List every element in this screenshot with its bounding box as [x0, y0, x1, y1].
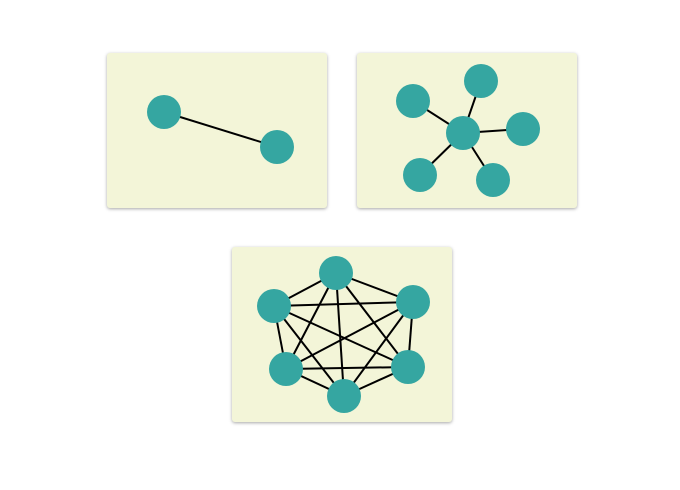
graph-edge — [285, 301, 414, 370]
graph-edge — [273, 305, 345, 397]
graph-node — [147, 95, 181, 129]
graph-edge — [335, 272, 345, 397]
graph-edge — [343, 301, 414, 397]
graph-edge — [273, 301, 414, 307]
graph-node — [476, 163, 510, 197]
graph-node — [464, 64, 498, 98]
graph-node — [396, 285, 430, 319]
graph-panel-star — [357, 53, 577, 208]
graph-panel-complete — [232, 247, 452, 422]
graph-node — [319, 256, 353, 290]
graph-panel-two-nodes — [107, 53, 327, 208]
graph-edge — [163, 111, 278, 148]
two-node-graph — [147, 95, 294, 164]
graph-node — [403, 158, 437, 192]
graph-edge — [335, 272, 409, 368]
complete-graph — [257, 256, 430, 413]
graph-node — [396, 84, 430, 118]
graph-node — [257, 289, 291, 323]
graph-node — [391, 350, 425, 384]
graph-node — [327, 379, 361, 413]
graph-node — [506, 112, 540, 146]
star-graph — [396, 64, 540, 197]
graph-edge — [285, 366, 409, 370]
graph-node — [260, 130, 294, 164]
graph-edge — [273, 305, 409, 368]
graph-edge — [285, 272, 337, 370]
graph-node — [446, 116, 480, 150]
graph-node — [269, 352, 303, 386]
